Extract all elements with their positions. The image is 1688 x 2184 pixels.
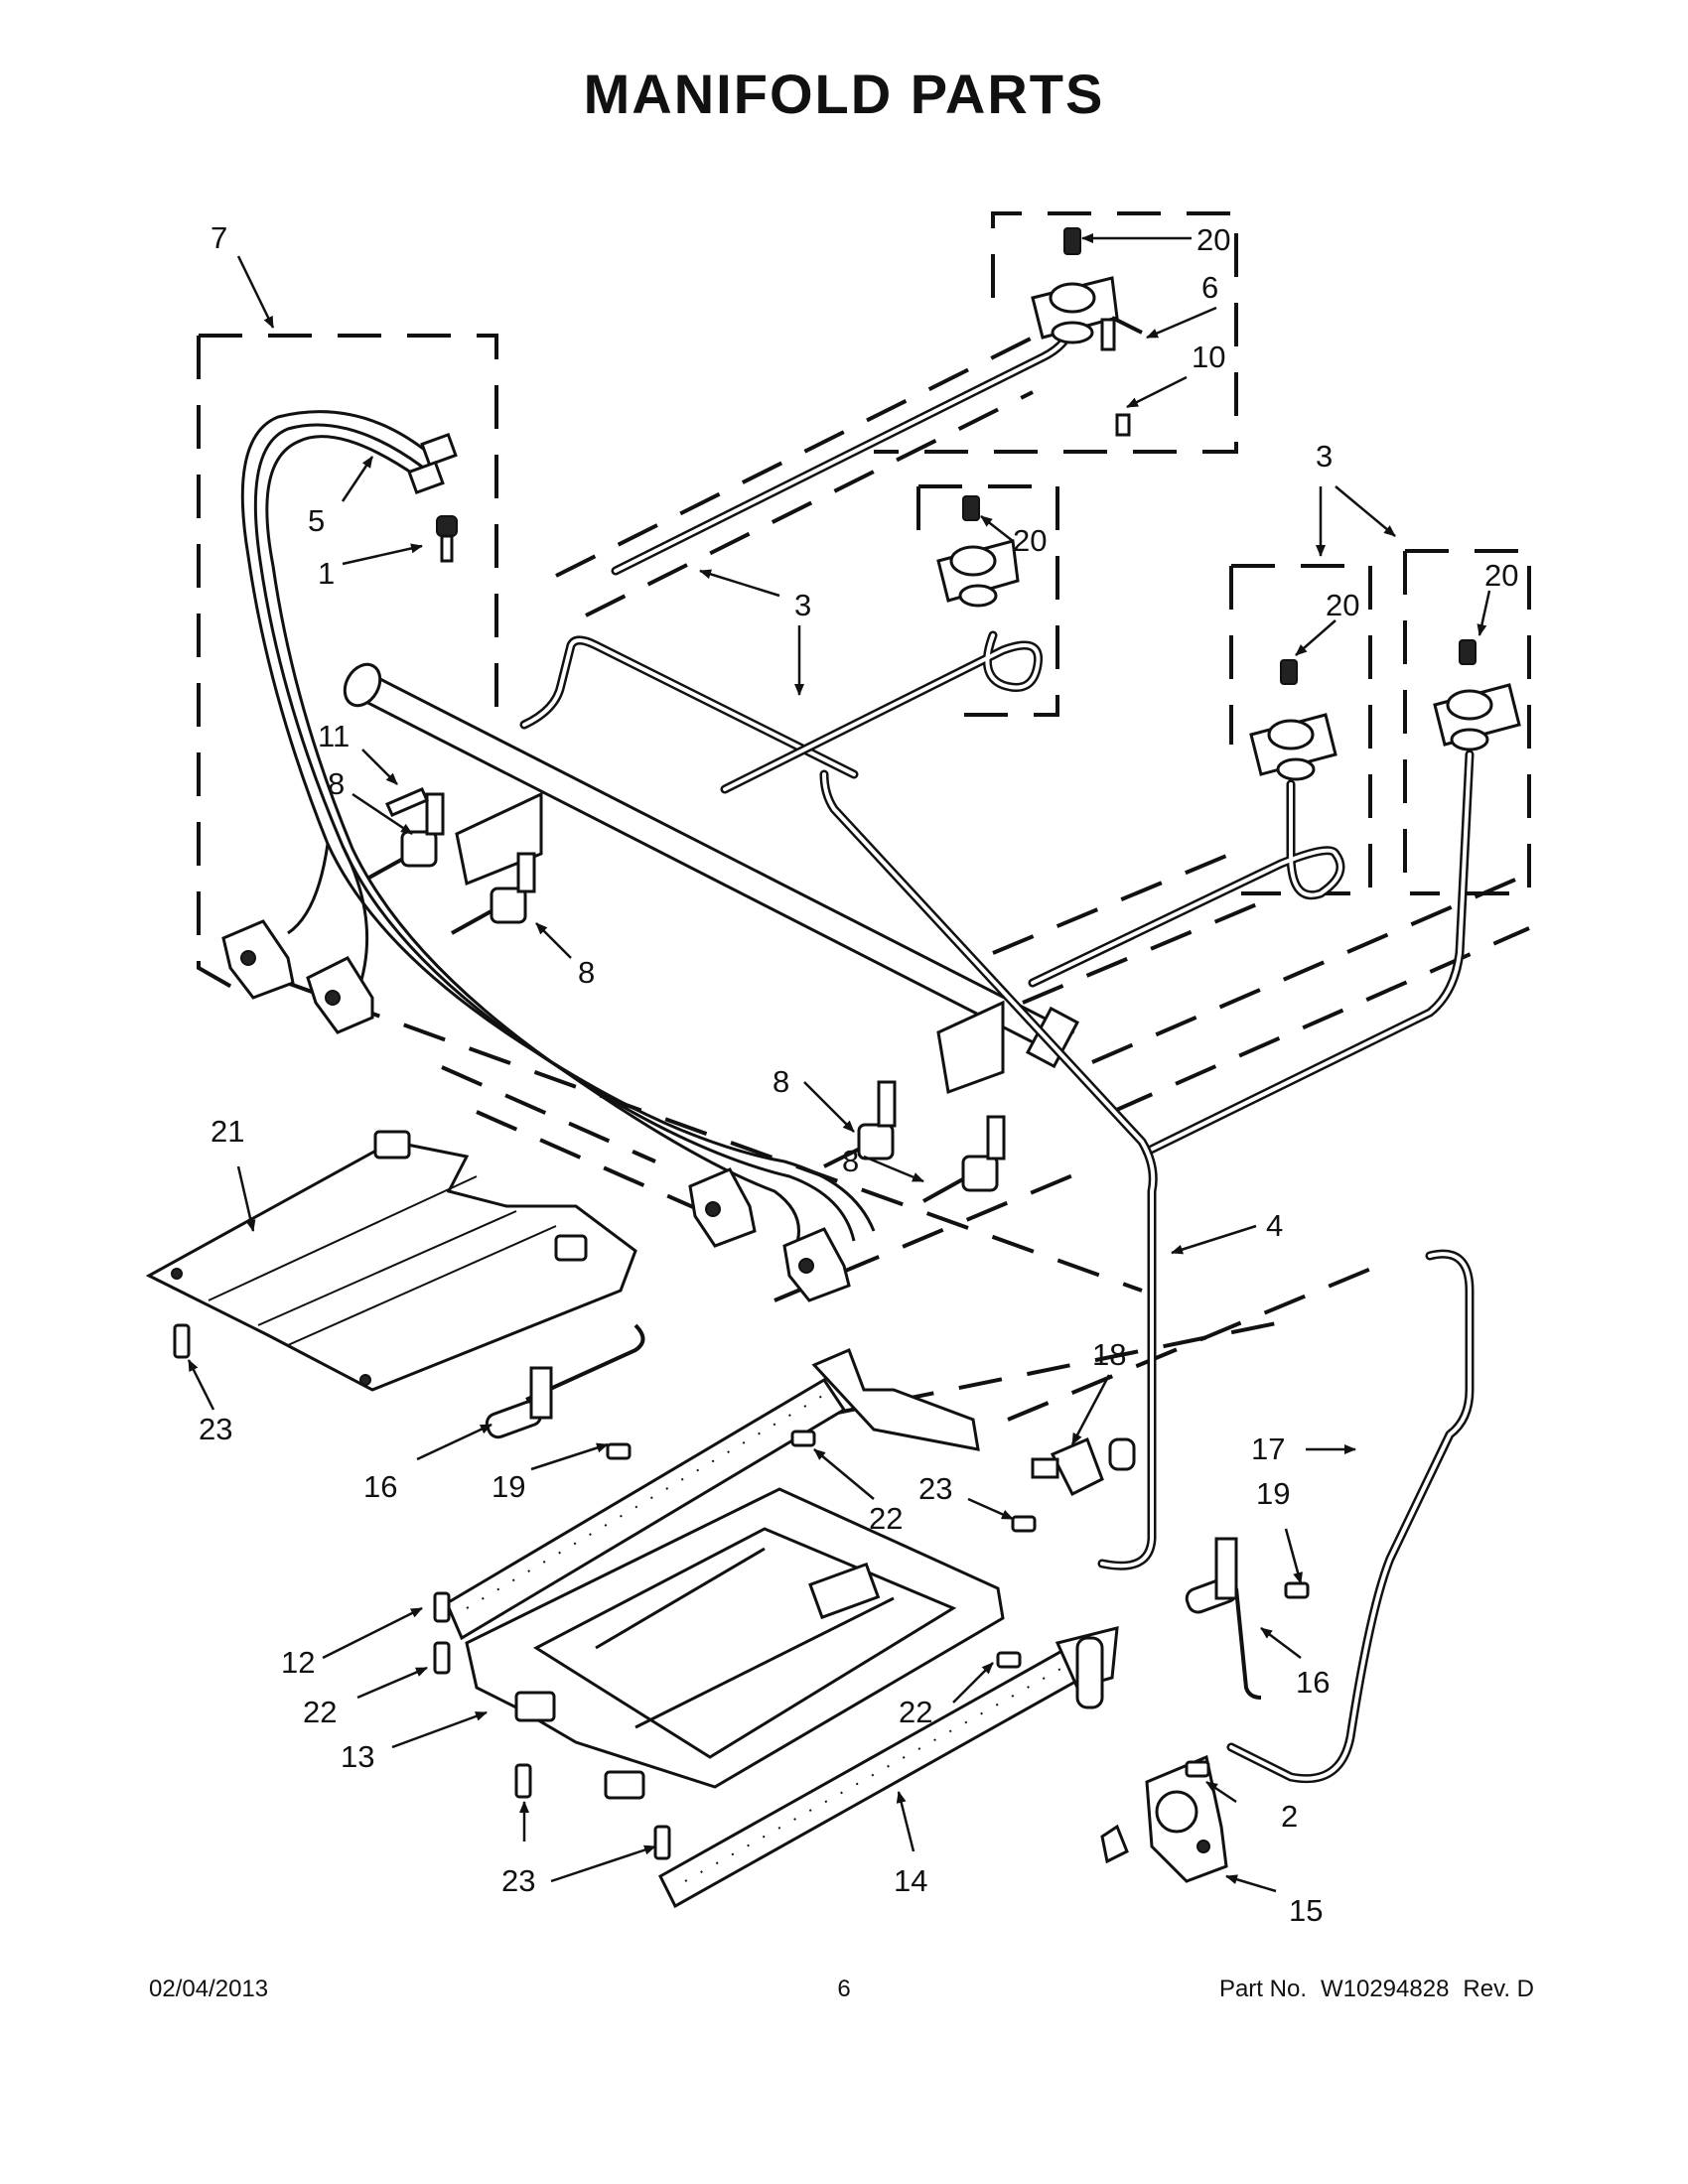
manifold-pipe bbox=[343, 662, 1080, 1095]
oven-igniters bbox=[485, 1323, 1262, 1700]
orifice-hood-part-6 bbox=[1100, 318, 1116, 351]
heat-shield bbox=[145, 1130, 637, 1392]
callout-3: 3 bbox=[1316, 439, 1333, 474]
page-title: MANIFOLD PARTS bbox=[583, 63, 1105, 125]
callout-18: 18 bbox=[1092, 1337, 1126, 1372]
callout-22: 22 bbox=[869, 1501, 903, 1536]
footer-date: 02/04/2013 bbox=[149, 1976, 269, 2002]
screws bbox=[173, 515, 1310, 1860]
callout-20: 20 bbox=[1013, 523, 1047, 558]
leader-arrows bbox=[187, 233, 1491, 1893]
part-label: Part No. bbox=[1218, 1976, 1307, 2002]
callout-7: 7 bbox=[211, 220, 227, 255]
callout-13: 13 bbox=[341, 1739, 374, 1774]
callout-1: 1 bbox=[318, 556, 335, 591]
callout-8: 8 bbox=[578, 955, 595, 990]
callout-20: 20 bbox=[1484, 558, 1518, 593]
part-number: W10294828 bbox=[1320, 1976, 1450, 2002]
oven-burner-base bbox=[465, 1487, 1005, 1800]
callout-15: 15 bbox=[1289, 1893, 1323, 1928]
callout-3: 3 bbox=[794, 588, 811, 622]
callout-22: 22 bbox=[899, 1695, 932, 1729]
callout-6: 6 bbox=[1201, 270, 1218, 305]
callout-16: 16 bbox=[363, 1469, 397, 1504]
dashed-guide-lines bbox=[197, 211, 1531, 1432]
oven-burner-tube-12 bbox=[445, 1348, 980, 1641]
footer-part-number: Part No. W10294828 Rev. D bbox=[1205, 1976, 1534, 2003]
callout-10: 10 bbox=[1192, 340, 1225, 374]
callout-19: 19 bbox=[492, 1469, 525, 1504]
ignitor-brackets bbox=[221, 919, 851, 1302]
callout-20: 20 bbox=[1196, 222, 1230, 257]
callout-21: 21 bbox=[211, 1114, 244, 1149]
callout-8: 8 bbox=[842, 1144, 859, 1178]
callout-14: 14 bbox=[894, 1863, 927, 1898]
callout-23: 23 bbox=[918, 1471, 952, 1506]
callout-2: 2 bbox=[1281, 1799, 1298, 1834]
valve-heads bbox=[936, 227, 1521, 781]
callout-16: 16 bbox=[1296, 1665, 1330, 1700]
callout-8: 8 bbox=[773, 1064, 789, 1099]
callout-23: 23 bbox=[501, 1863, 535, 1898]
callout-5: 5 bbox=[308, 503, 325, 538]
callout-19: 19 bbox=[1256, 1476, 1290, 1511]
callout-12: 12 bbox=[281, 1645, 315, 1680]
screw-part-10 bbox=[1115, 413, 1131, 437]
callout-11: 11 bbox=[318, 719, 350, 753]
oven-valves bbox=[1031, 1437, 1228, 1883]
callout-8: 8 bbox=[328, 766, 345, 801]
callout-22: 22 bbox=[303, 1695, 337, 1729]
revision: Rev. D bbox=[1463, 1976, 1534, 2002]
callout-20: 20 bbox=[1326, 588, 1359, 622]
wire-harness bbox=[240, 410, 876, 1252]
callout-17: 17 bbox=[1251, 1432, 1285, 1466]
callout-labels: 7 20 6 10 3 20 20 20 3 5 1 11 8 8 8 8 4 … bbox=[199, 220, 1518, 1928]
callout-4: 4 bbox=[1266, 1208, 1283, 1243]
callout-23: 23 bbox=[199, 1412, 232, 1446]
burner-valves bbox=[366, 792, 1006, 1203]
footer-page-number: 6 bbox=[837, 1976, 851, 2002]
